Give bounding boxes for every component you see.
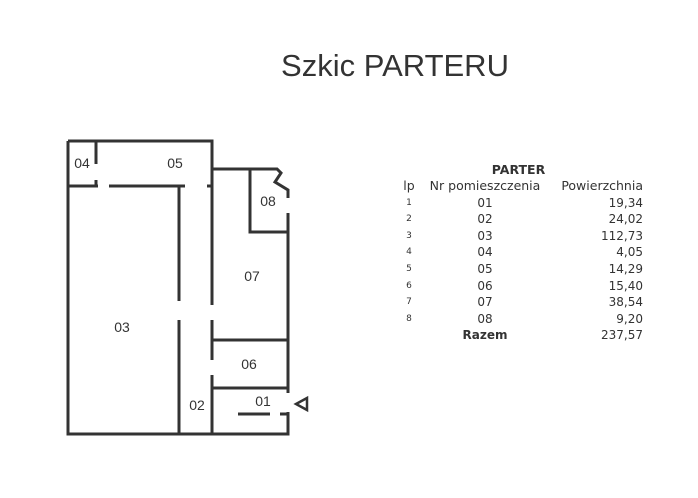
table-row: 1 01 19,34 bbox=[398, 195, 643, 212]
total-value: 237,57 bbox=[601, 328, 643, 343]
row-area: 15,40 bbox=[608, 278, 643, 293]
row-lp: 2 bbox=[406, 214, 412, 225]
area-table: PARTER lp Nr pomieszczenia Powierzchnia … bbox=[398, 162, 643, 344]
room-label-06: 06 bbox=[241, 356, 257, 372]
row-room: 01 bbox=[477, 195, 493, 210]
room-label-02: 02 bbox=[189, 397, 205, 413]
table-row: 3 03 112,73 bbox=[398, 228, 643, 245]
row-room: 08 bbox=[477, 311, 493, 326]
room-label-08: 08 bbox=[260, 193, 276, 209]
header-area: Powierzchnia bbox=[561, 178, 643, 193]
room-label-04: 04 bbox=[74, 155, 90, 171]
row-area: 38,54 bbox=[608, 295, 643, 310]
table-row: 2 02 24,02 bbox=[398, 211, 643, 228]
table-caption: PARTER bbox=[491, 162, 546, 177]
row-lp: 8 bbox=[406, 313, 412, 324]
row-lp: 3 bbox=[406, 230, 412, 241]
walls bbox=[66, 139, 290, 436]
row-area: 112,73 bbox=[601, 228, 643, 243]
room-label-07: 07 bbox=[244, 268, 260, 284]
row-lp: 4 bbox=[406, 247, 412, 258]
header-room: Nr pomieszczenia bbox=[429, 178, 541, 193]
table-row: 4 04 4,05 bbox=[398, 244, 643, 261]
table-row: 7 07 38,54 bbox=[398, 294, 643, 311]
table-row: 5 05 14,29 bbox=[398, 261, 643, 278]
room-label-05: 05 bbox=[167, 155, 183, 171]
table-row: 6 06 15,40 bbox=[398, 278, 643, 295]
row-area: 14,29 bbox=[608, 261, 643, 276]
row-room: 06 bbox=[477, 278, 493, 293]
row-area: 9,20 bbox=[616, 311, 643, 326]
row-room: 07 bbox=[477, 295, 493, 310]
table-row: 8 08 9,20 bbox=[398, 311, 643, 328]
row-room: 03 bbox=[477, 228, 493, 243]
row-room: 02 bbox=[477, 212, 493, 227]
row-lp: 6 bbox=[406, 280, 412, 291]
row-room: 05 bbox=[477, 261, 493, 276]
triangle-left-icon bbox=[293, 395, 309, 413]
row-area: 4,05 bbox=[616, 245, 643, 260]
room-label-01: 01 bbox=[255, 393, 271, 409]
row-room: 04 bbox=[477, 245, 493, 260]
header-lp: lp bbox=[403, 178, 415, 193]
total-label: Razem bbox=[462, 328, 508, 343]
row-lp: 5 bbox=[406, 263, 412, 274]
page-title: Szkic PARTERU bbox=[281, 48, 509, 83]
row-lp: 7 bbox=[406, 297, 412, 308]
room-label-03: 03 bbox=[114, 319, 130, 335]
table-header: lp Nr pomieszczenia Powierzchnia bbox=[398, 178, 643, 195]
row-lp: 1 bbox=[406, 197, 412, 208]
table-total-row: Razem 237,57 bbox=[398, 327, 643, 344]
row-area: 19,34 bbox=[608, 195, 643, 210]
row-area: 24,02 bbox=[608, 212, 643, 227]
